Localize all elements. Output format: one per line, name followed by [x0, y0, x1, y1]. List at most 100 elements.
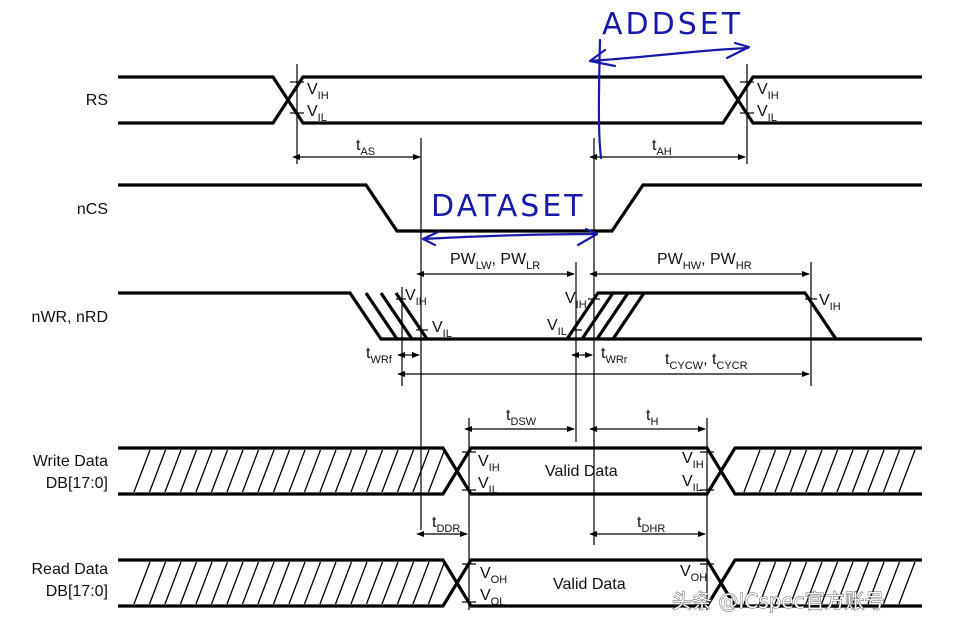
addset-annotation: ADDSET	[588, 7, 751, 160]
hatch-line	[133, 561, 151, 605]
hatch-line	[257, 449, 275, 493]
signal-label-ncs: nCS	[77, 201, 108, 218]
read-data-waveform	[118, 558, 922, 608]
rdata-vol-label-left: VOL	[480, 587, 505, 608]
addset-arrow-left-head	[588, 48, 617, 68]
write-valid-data-label: Valid Data	[545, 463, 618, 480]
hatch-line	[882, 449, 901, 493]
wdata-vil-label-left: VIL	[478, 475, 498, 496]
t-cyc-label: tCYCW, tCYCR	[665, 351, 748, 372]
hatch-line	[179, 449, 198, 493]
hatch-line	[427, 449, 446, 493]
addset-marker-line	[597, 38, 603, 160]
hatch-line	[381, 449, 399, 493]
hatch-line	[381, 561, 399, 605]
hatch-line	[851, 449, 870, 493]
wdata-vil-label-right: VIL	[682, 473, 702, 494]
hatch-line	[272, 449, 291, 493]
nwr-nrd-waveform	[118, 291, 922, 341]
hatch-line	[805, 561, 823, 605]
hatch-line	[396, 561, 415, 605]
t-wrf-label: tWRf	[366, 345, 393, 366]
hatch-line	[743, 449, 761, 493]
hatch-line	[758, 449, 777, 493]
hatch-line	[774, 561, 792, 605]
hatch-line	[412, 561, 430, 605]
watermark: 头条 @ICspec官方账号	[672, 589, 885, 613]
signal-label-write-data: Write Data	[33, 453, 108, 470]
hatch-line	[164, 449, 182, 493]
hatch-line	[319, 561, 337, 605]
dataset-text: DATASET	[431, 189, 586, 224]
hatch-line	[836, 561, 854, 605]
hatch-line	[148, 449, 167, 493]
rs-vil-label-right: VIL	[757, 103, 777, 124]
addset-arrow-line	[588, 46, 750, 63]
hatch-line	[820, 561, 839, 605]
hatch-line	[774, 449, 792, 493]
nwr-vil-label-2: VIL	[547, 317, 567, 338]
t-ddr-label: tDDR	[432, 514, 460, 535]
hatch-line	[133, 449, 151, 493]
hatch-line	[836, 449, 854, 493]
hatch-line	[288, 449, 306, 493]
hatch-line	[210, 561, 229, 605]
hatch-line	[164, 561, 182, 605]
rs-vil-label-left: VIL	[307, 103, 327, 124]
hatch-line	[805, 449, 823, 493]
rdata-voh-label-left: VOH	[480, 565, 507, 586]
hatch-line	[867, 449, 885, 493]
rs-waveform	[118, 64, 922, 164]
hatch-line	[288, 561, 306, 605]
hatch-line	[820, 449, 839, 493]
hatch-line	[412, 449, 430, 493]
hatch-line	[789, 449, 808, 493]
signal-label-read-data-bus: DB[17:0]	[46, 583, 108, 600]
nwr-vih-label-2: VIH	[565, 290, 587, 311]
hatch-line	[303, 561, 322, 605]
nwr-vil-label-1: VIL	[432, 319, 452, 340]
dataset-arrow-left-head	[421, 230, 440, 247]
addset-text: ADDSET	[602, 7, 743, 42]
t-dhr-label: tDHR	[637, 514, 665, 535]
hatch-line	[334, 561, 353, 605]
hatch-line	[365, 561, 384, 605]
hatch-line	[195, 449, 213, 493]
signal-label-write-data-bus: DB[17:0]	[46, 475, 108, 492]
hatch-line	[179, 561, 198, 605]
hatch-line	[334, 449, 353, 493]
signal-label-nwr-nrd: nWR, nRD	[32, 309, 108, 326]
addset-arrow-right-head	[725, 41, 751, 60]
hatch-line	[851, 561, 870, 605]
hatch-line	[195, 561, 213, 605]
hatch-line	[898, 561, 916, 605]
hatch-line	[365, 449, 384, 493]
write-data-waveform	[118, 446, 922, 496]
nwr-vih-label-1: VIH	[405, 287, 427, 308]
wdata-vih-label-right: VIH	[682, 450, 704, 471]
hatch-line	[789, 561, 808, 605]
signal-label-read-data: Read Data	[32, 561, 109, 578]
hatch-line	[319, 449, 337, 493]
ncs-waveform	[118, 183, 922, 233]
hatch-line	[226, 561, 244, 605]
hatch-line	[241, 449, 260, 493]
hatch-line	[867, 561, 885, 605]
hatch-line	[427, 561, 446, 605]
hatch-line	[882, 561, 901, 605]
read-data-invalid-hatch	[133, 561, 916, 605]
hatch-line	[257, 561, 275, 605]
write-data-invalid-hatch	[133, 449, 916, 493]
wdata-vih-label-left: VIH	[478, 453, 500, 474]
hatch-line	[758, 561, 777, 605]
dataset-arrow-line	[421, 232, 599, 241]
pw-low-label: PWLW, PWLR	[450, 251, 540, 272]
hatch-line	[148, 561, 167, 605]
hatch-line	[350, 561, 368, 605]
rdata-voh-label-right: VOH	[680, 563, 707, 584]
rs-vih-label-right: VIH	[757, 81, 779, 102]
t-wrr-label: tWRr	[601, 345, 628, 366]
hatch-line	[303, 449, 322, 493]
dataset-annotation: DATASET	[421, 189, 599, 247]
